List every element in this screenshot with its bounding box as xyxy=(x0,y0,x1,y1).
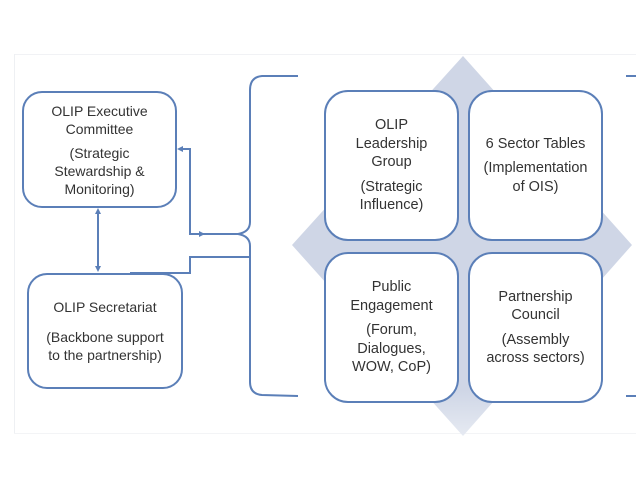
connector-from-secretariat xyxy=(130,256,250,274)
arrowhead-brace xyxy=(199,231,205,237)
secretariat-box: OLIP Secretariat (Backbone support to th… xyxy=(27,273,183,389)
connector-to-executive xyxy=(180,148,205,235)
sector-tables-box: 6 Sector Tables (Implementation of OIS) xyxy=(468,90,603,241)
arrowhead-down xyxy=(95,266,101,272)
executive-committee-subtitle-1: (Strategic xyxy=(69,144,130,161)
leadership-group-title-1: OLIP xyxy=(374,117,409,134)
leadership-group-title-2: Leadership xyxy=(355,135,428,152)
leadership-group-subtitle-2: Influence) xyxy=(359,197,424,214)
left-brace xyxy=(205,75,299,397)
public-engagement-subtitle-1: (Forum, xyxy=(366,322,417,339)
public-engagement-title-1: Public xyxy=(371,279,412,296)
arrowhead-executive xyxy=(177,146,183,152)
executive-committee-subtitle-3: Monitoring) xyxy=(64,180,135,197)
secretariat-subtitle-1: (Backbone support xyxy=(46,329,164,345)
executive-committee-title-2: Committee xyxy=(65,120,134,137)
slide-frame-left xyxy=(14,54,15,434)
partnership-council-title-1: Partnership xyxy=(498,288,573,305)
arrowhead-up xyxy=(95,208,101,214)
sector-tables-subtitle-1: (Implementation xyxy=(483,160,588,177)
public-engagement-title-2: Engagement xyxy=(350,297,433,314)
public-engagement-subtitle-2: Dialogues, xyxy=(357,340,426,357)
partnership-council-subtitle-1: (Assembly xyxy=(501,331,570,348)
sector-tables-title: 6 Sector Tables xyxy=(485,135,586,152)
slide-frame-bottom xyxy=(14,433,636,434)
leadership-group-box: OLIP Leadership Group (Strategic Influen… xyxy=(324,90,459,241)
leadership-group-subtitle-1: (Strategic xyxy=(360,178,423,195)
secretariat-title: OLIP Secretariat xyxy=(53,299,157,315)
public-engagement-subtitle-3: WOW, CoP) xyxy=(352,359,431,376)
sector-tables-subtitle-2: of OIS) xyxy=(512,178,559,195)
partnership-council-subtitle-2: across sectors) xyxy=(486,350,585,366)
partnership-council-title-2: Council xyxy=(511,307,560,323)
partnership-council-box: Partnership Council (Assembly across sec… xyxy=(468,252,603,403)
public-engagement-box: Public Engagement (Forum, Dialogues, WOW… xyxy=(324,252,459,403)
secretariat-subtitle-2: to the partnership) xyxy=(48,347,162,363)
executive-committee-subtitle-2: Stewardship & xyxy=(54,162,145,179)
executive-committee-title-1: OLIP Executive xyxy=(51,102,148,119)
leadership-group-title-3: Group xyxy=(371,154,412,171)
executive-committee-box: OLIP Executive Committee (Strategic Stew… xyxy=(22,91,177,208)
slide-frame-top xyxy=(14,54,636,55)
